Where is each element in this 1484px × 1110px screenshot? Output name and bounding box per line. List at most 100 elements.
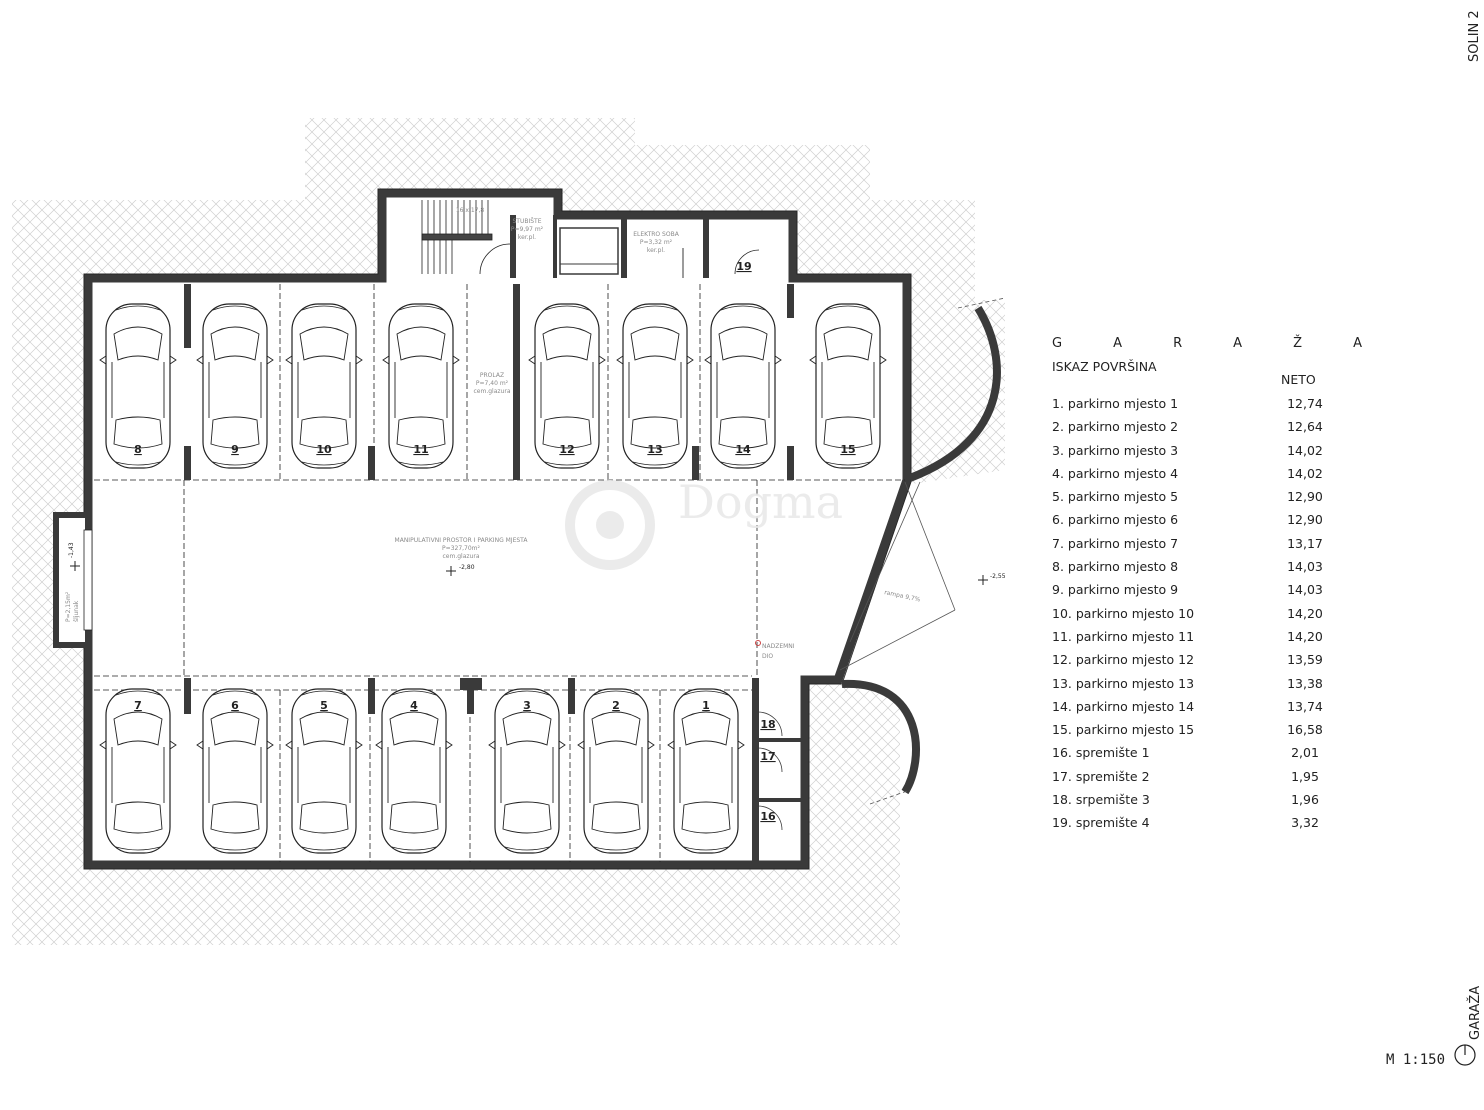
legend-row: 9. parkirno mjesto 9 14,03 — [1052, 582, 1382, 605]
legend-row: 17. spremište 2 1,95 — [1052, 769, 1382, 792]
ramp-curves — [841, 305, 1001, 795]
level-gravel-icon — [70, 561, 80, 571]
watermark-logo: Dogma — [565, 475, 843, 570]
legend-row-value: 2,01 — [1291, 745, 1319, 761]
parking-space-number: 2 — [612, 699, 620, 712]
legend-row-name: 5. parkirno mjesto 5 — [1052, 489, 1179, 505]
legend-row-name: 8. parkirno mjesto 8 — [1052, 559, 1179, 575]
legend-row-name: 7. parkirno mjesto 7 — [1052, 535, 1179, 551]
parking-space-number: 13 — [647, 443, 662, 456]
watermark-text: Dogma — [678, 475, 843, 529]
gravel-material: šljunak — [73, 600, 80, 622]
parking-space-number: 6 — [231, 699, 239, 712]
stair-floor: ker.pl. — [518, 234, 536, 241]
columns — [184, 284, 794, 862]
passage-floor: cem.glazura — [474, 388, 511, 395]
stair-label: STUBIŠTE — [512, 218, 541, 225]
legend-row-value: 12,90 — [1287, 512, 1323, 528]
legend-row-name: 11. parkirno mjesto 11 — [1052, 628, 1195, 644]
legend-title-letter: A — [1353, 336, 1362, 351]
car-icon — [375, 688, 453, 854]
parking-space-number: 8 — [134, 443, 142, 456]
legend-row-name: 3. parkirno mjesto 3 — [1052, 442, 1179, 458]
room-labels: STUBIŠTE P=9,97 m² ker.pl. 16 x 17,8 ELE… — [65, 207, 921, 660]
above-label-1: NADZEMNI — [762, 643, 795, 650]
legend-row-name: 13. parkirno mjesto 13 — [1052, 675, 1195, 691]
gravel-area: P=2,15m² — [65, 591, 72, 622]
project-label: SOLIN 2 — [1464, 0, 1484, 70]
electro-area: P=3,32 m² — [640, 239, 673, 246]
legend-row: 15. parkirno mjesto 15 16,58 — [1052, 722, 1382, 745]
legend-row-value: 3,32 — [1291, 815, 1319, 831]
parking-space-number: 11 — [413, 443, 428, 456]
ramp-lines — [839, 297, 1006, 805]
legend-row-name: 6. parkirno mjesto 6 — [1052, 512, 1179, 528]
legend-row: 16. spremište 1 2,01 — [1052, 745, 1382, 768]
legend-row-name: 9. parkirno mjesto 9 — [1052, 582, 1179, 598]
legend-row-name: 15. parkirno mjesto 15 — [1052, 722, 1195, 738]
legend-row: 10. parkirno mjesto 10 14,20 — [1052, 606, 1382, 629]
level-gravel: -1,43 — [68, 542, 75, 558]
parking-space-number: 5 — [320, 699, 328, 712]
core-rooms — [510, 215, 709, 278]
passage-area: P=7,40 m² — [476, 380, 509, 387]
legend-row-name: 14. parkirno mjesto 14 — [1052, 698, 1195, 714]
car-icon — [285, 688, 363, 854]
legend-row-value: 14,20 — [1287, 605, 1323, 621]
parking-space-number: 4 — [410, 699, 418, 712]
gravel-niche — [53, 512, 93, 648]
legend-row-value: 16,58 — [1287, 722, 1323, 738]
scale-label: M 1:150 — [1386, 1052, 1446, 1068]
electro-floor: ker.pl. — [647, 247, 665, 254]
legend-title-letter: A — [1233, 336, 1243, 351]
legend-row-value: 1,96 — [1291, 792, 1319, 808]
level-markers: -2,80 -2,55 -1,43 — [68, 542, 1006, 646]
car-icon — [196, 688, 274, 854]
legend-row-value: 14,03 — [1287, 582, 1323, 598]
stair-steps: 16 x 17,8 — [456, 207, 485, 214]
car-icon — [577, 688, 655, 854]
legend-row: 14. parkirno mjesto 14 13,74 — [1052, 699, 1382, 722]
legend-row-name: 16. spremište 1 — [1052, 745, 1150, 761]
north-arrow-icon — [1454, 1044, 1476, 1066]
legend-row-name: 19. spremište 4 — [1052, 815, 1150, 831]
legend-row-value: 1,95 — [1291, 768, 1319, 784]
car-icon — [667, 688, 745, 854]
legend-row: 7. parkirno mjesto 7 13,17 — [1052, 536, 1382, 559]
ramp-label: rampa 9,7% — [884, 589, 922, 604]
level-ramp: -2,55 — [990, 573, 1006, 580]
legend-row-value: 13,59 — [1287, 652, 1323, 668]
level-ramp-icon — [978, 575, 988, 585]
parking-space-number: 9 — [231, 443, 239, 456]
legend-row-name: 10. parkirno mjesto 10 — [1052, 605, 1195, 621]
stair-treads — [421, 200, 760, 275]
legend-title-letter: A — [1113, 336, 1123, 351]
legend-row-value: 13,74 — [1287, 698, 1323, 714]
legend-subtitle: ISKAZ POVRŠINA — [1052, 359, 1157, 374]
area-legend: G A R A Ž A ISKAZ POVRŠINA NETO 1. parki… — [1052, 336, 1382, 839]
legend-row-value: 13,17 — [1287, 535, 1323, 551]
sheet-title: GARAŽA — [1466, 986, 1484, 1110]
legend-row-name: 17. spremište 2 — [1052, 768, 1150, 784]
parking-space-number: 7 — [134, 699, 142, 712]
legend-row-value: 12,64 — [1287, 419, 1323, 435]
legend-row-name: 1. parkirno mjesto 1 — [1052, 396, 1179, 411]
parking-space-number: 3 — [523, 699, 531, 712]
reference-dot — [755, 640, 761, 646]
storage-rooms — [755, 711, 805, 831]
sheet-title-text: GARAŽA — [1468, 985, 1483, 1040]
